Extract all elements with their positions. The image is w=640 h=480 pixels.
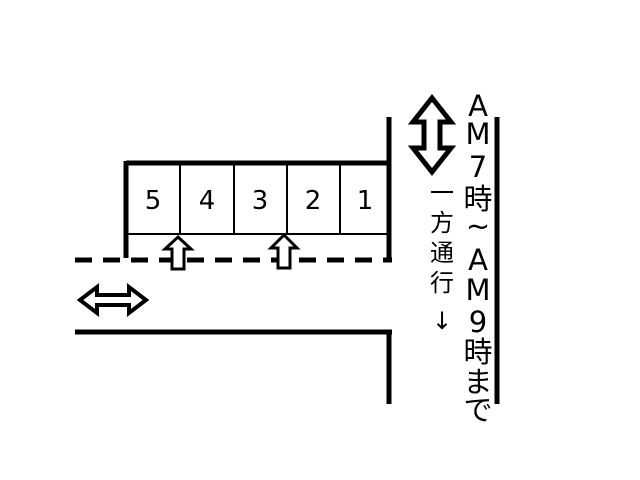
one-way-char: 一 [430,179,454,207]
hours-label: A M 7 時 ~ A M 9 時 ま で [463,89,492,427]
hours-char: ま [463,365,492,399]
one-way-label: 一 方 通 行 ↓ [430,179,454,335]
slot-number-5: 5 [145,186,162,216]
slot-number-3: 3 [252,186,269,216]
one-way-char: 行 [430,269,454,297]
road-edges [75,117,500,404]
up-arrow-icon [161,234,195,271]
hours-char: A [468,243,488,277]
slot-number-2: 2 [305,186,322,216]
hours-char: M [465,117,490,151]
double-headed-vertical-arrow-icon [407,93,457,177]
hours-char: で [463,393,492,427]
hours-char: A [468,89,488,123]
hours-char: M [465,273,490,307]
down-arrow-icon: ↓ [432,307,452,335]
double-headed-horizontal-arrow-icon [76,282,150,318]
hours-char: 時 [463,335,492,369]
hours-char: ~ [466,209,490,243]
slot-numbers: 5 4 3 2 1 [145,186,374,216]
hours-char: 9 [469,305,487,339]
parking-block [123,160,389,258]
hours-char: 時 [463,182,492,216]
up-arrow-icon [267,232,301,270]
one-way-char: 方 [430,209,454,237]
slot-number-4: 4 [199,186,216,216]
hours-char: 7 [469,150,487,184]
one-way-char: 通 [430,239,454,267]
slot-number-1: 1 [357,186,374,216]
